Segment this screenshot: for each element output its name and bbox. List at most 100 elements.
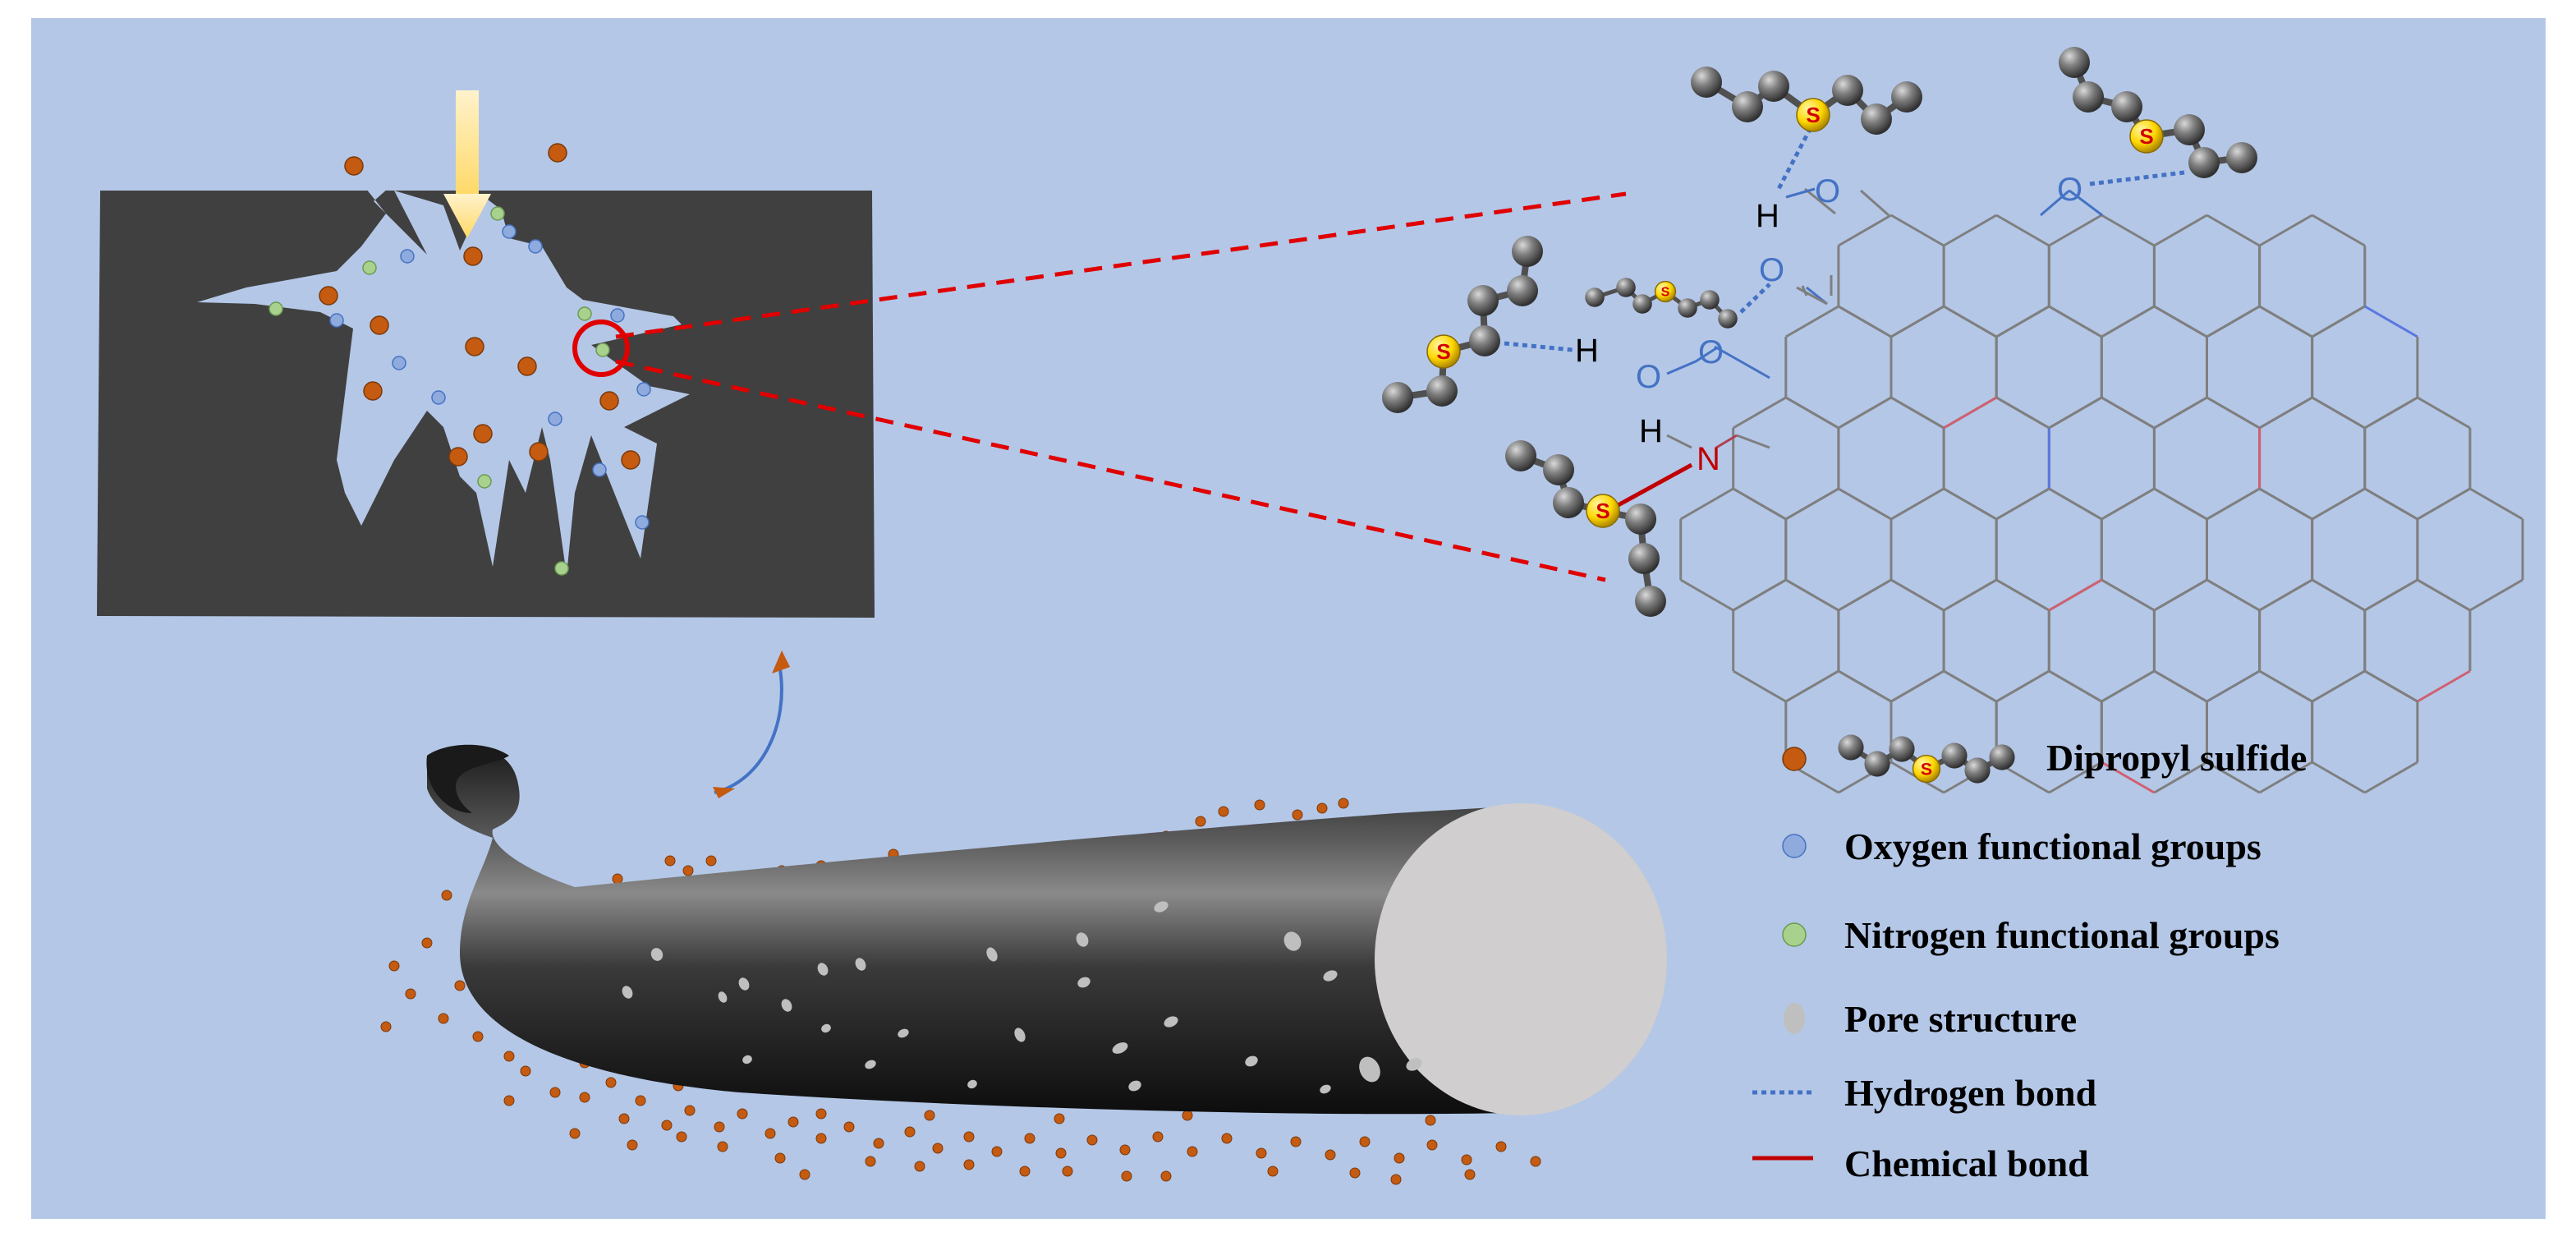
dipropyl-dot	[1349, 1167, 1361, 1179]
nitrogen-dot	[269, 301, 283, 316]
dipropyl-dot	[1187, 1146, 1198, 1157]
hydrogen-bond	[1504, 341, 1573, 352]
graphene-bond	[2311, 761, 2366, 794]
dipropyl-sulfide-molecule: S	[1585, 278, 1738, 329]
sulfur-label: S	[1806, 103, 1820, 127]
dipropyl-sulfide-molecule: S	[1505, 440, 1666, 617]
dipropyl-dot	[717, 1141, 728, 1152]
graphene-bond	[2153, 578, 2208, 612]
dipropyl-dot	[1086, 1134, 1098, 1146]
dipropyl-dot	[1256, 1147, 1267, 1159]
graphene-bond	[2153, 487, 2208, 521]
graphene-bond	[1890, 214, 1945, 247]
pore	[1076, 932, 1089, 947]
dipropyl-dot	[1218, 806, 1229, 817]
rotation-arrow-tail	[713, 787, 735, 798]
graphene-bond	[1785, 487, 1839, 521]
legend-label-nitrogen: Nitrogen functional groups	[1844, 914, 2280, 956]
pore	[1164, 1016, 1178, 1028]
carbon-atom	[1628, 543, 1660, 574]
graphene-bond	[1785, 578, 1839, 612]
graphene-bond	[2101, 396, 2156, 430]
graphene-bond	[1732, 396, 1787, 430]
dipropyl-dot	[1338, 798, 1349, 809]
dipropyl-dot	[605, 1077, 617, 1088]
dipropyl-dot	[1359, 1136, 1371, 1147]
dipropyl-dot	[503, 1095, 515, 1106]
carbon-atom	[1505, 440, 1536, 471]
carbon-atom	[1469, 325, 1500, 356]
graphene-bond	[2417, 669, 2471, 703]
graphene-bond	[2101, 487, 2156, 521]
sulfur-label: S	[1436, 339, 1450, 364]
pore	[1154, 901, 1169, 913]
dipropyl-dot	[661, 1120, 673, 1131]
dipropyl-dot	[799, 1169, 810, 1180]
pore-molecule-dots	[269, 206, 651, 576]
zoom-circle	[572, 320, 630, 377]
dipropyl-dot	[1316, 802, 1328, 814]
graphene-bond	[1890, 305, 1945, 338]
nitrogen-dot	[477, 474, 492, 489]
graphene-bond	[1943, 669, 1997, 703]
dipropyl-dot	[579, 1092, 590, 1103]
pore-cavity	[197, 168, 690, 575]
carbon-atom	[2226, 142, 2257, 173]
graphene-bond	[2206, 396, 2261, 430]
carbon-atom	[1718, 309, 1738, 329]
dipropyl-dot	[473, 424, 493, 444]
graphene-bond	[2153, 305, 2208, 338]
dipropyl-dot	[363, 381, 383, 401]
oxygen-dot	[528, 239, 543, 254]
graphene-bond	[1995, 669, 2050, 703]
dipropyl-dot	[1461, 1154, 1472, 1166]
carbon-atom	[1964, 757, 1991, 784]
graphene-bond	[2258, 305, 2313, 338]
dipropyl-dot	[549, 1087, 561, 1098]
carbon-atom	[1382, 382, 1413, 413]
sulfur-atom	[1586, 494, 1620, 528]
graphene-bond	[1890, 396, 1945, 430]
dipropyl-dot	[569, 1128, 581, 1139]
graphene-bond	[1785, 396, 1839, 430]
carbon-atom	[1864, 751, 1890, 777]
graphene-bond	[2101, 578, 2156, 612]
dipropyl-dot	[1019, 1166, 1031, 1177]
pore	[821, 1023, 831, 1033]
dipropyl-dot	[932, 1143, 944, 1154]
carbon-atom	[2059, 47, 2090, 78]
graphene-bond	[2048, 578, 2103, 612]
graphene-bond	[2258, 578, 2313, 612]
dipropyl-dot	[618, 1113, 630, 1124]
graphene-bond	[1679, 578, 1734, 612]
dipropyl-sulfide-molecule: S	[1691, 67, 1922, 135]
pore	[781, 999, 792, 1012]
oxygen-dot	[635, 515, 650, 530]
graphene-bond	[2258, 669, 2313, 703]
graphene-bond	[2206, 305, 2261, 338]
dipropyl-dot	[1055, 1147, 1067, 1159]
sulfur-label: S	[2139, 124, 2153, 149]
dipropyl-dot	[1195, 816, 1206, 827]
rotation-arrow	[714, 669, 783, 794]
nitrogen-dot	[595, 343, 610, 357]
dipropyl-dot	[1390, 1174, 1402, 1185]
dipropyl-dot	[1464, 1169, 1476, 1180]
graphene-bond	[2206, 761, 2261, 794]
legend-item-dipropyl: S Dipropyl sulfide	[1782, 734, 2307, 784]
dipropyl-dot	[1292, 809, 1303, 821]
graphene-bond	[2311, 578, 2366, 612]
dipropyl-dot	[1394, 1152, 1405, 1164]
graphene-bond	[1890, 487, 1945, 521]
zoom-line-lower	[615, 359, 1606, 582]
dipropyl-dot	[448, 447, 468, 467]
graphene-bond	[1995, 396, 2050, 430]
fiber-body	[427, 746, 1536, 1115]
dipropyl-dot	[914, 1161, 925, 1172]
hydroxyl-oxygen-1: O	[1815, 173, 1840, 209]
dipropyl-dot	[1119, 1144, 1131, 1156]
dipropyl-dot	[319, 286, 338, 306]
dipropyl-dot	[612, 873, 623, 885]
graphene-bond	[2101, 669, 2156, 703]
carbon-atom	[1861, 103, 1892, 135]
